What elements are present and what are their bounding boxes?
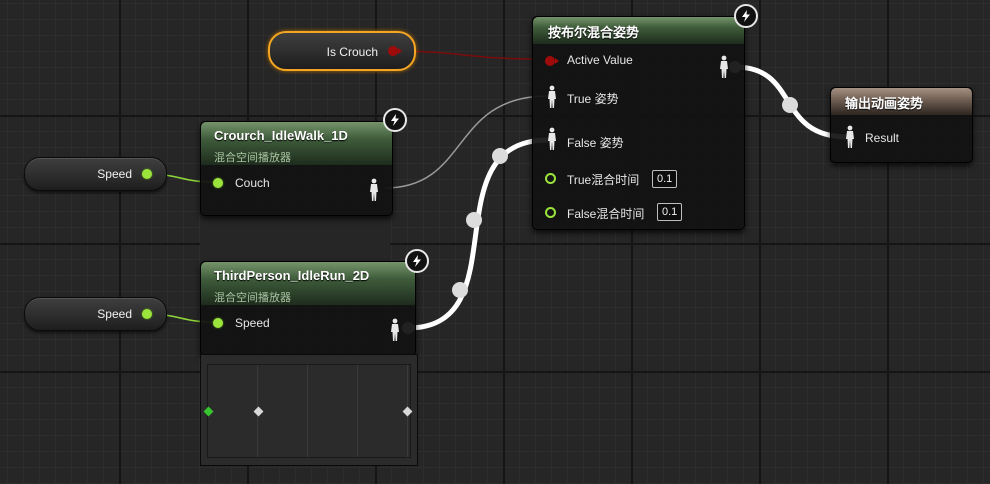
speed-pin-label: Speed (235, 316, 270, 330)
blend-poses-by-bool-node[interactable]: 按布尔混合姿势 Active Value True 姿势 False 姿势 Tr… (532, 16, 745, 230)
node-subtitle: 混合空间播放器 (214, 292, 291, 304)
false-blend-time-input[interactable]: 0.1 (657, 203, 683, 221)
speed-variable-node-1[interactable]: Speed (24, 157, 167, 191)
pose-wire-true (384, 95, 549, 189)
bool-output-pin[interactable] (388, 46, 402, 56)
pose-icon[interactable] (547, 127, 557, 151)
speed-label-1: Speed (97, 167, 132, 181)
node-header (533, 17, 744, 44)
couch-pin-label: Couch (235, 176, 270, 190)
node-backdrop (200, 214, 390, 264)
output-pose-node[interactable]: 输出动画姿势 Result (830, 87, 973, 163)
true-blend-time-label: True混合时间 (567, 173, 640, 187)
wire-knot (492, 148, 508, 164)
sample-point[interactable] (402, 406, 413, 417)
lightning-bolt-icon (405, 249, 429, 273)
sample-point[interactable] (253, 406, 264, 417)
wire-knot (782, 97, 798, 113)
true-blend-time-pin[interactable] (545, 173, 556, 184)
pose-icon[interactable] (547, 85, 557, 109)
sample-point-active[interactable] (203, 406, 214, 417)
thirdperson-blendspace-node[interactable]: ThirdPerson_IdleRun_2D 混合空间播放器 Speed (200, 261, 416, 356)
pose-wire-false (407, 137, 549, 331)
float-output-pin[interactable] (142, 169, 152, 179)
wire-knot (466, 212, 482, 228)
node-subtitle: 混合空间播放器 (214, 152, 291, 164)
is-crouch-label: Is Crouch (326, 45, 378, 59)
true-pose-label: True 姿势 (567, 92, 619, 106)
speed-input-pin[interactable] (213, 318, 223, 328)
result-pin-label: Result (865, 131, 900, 145)
pose-icon[interactable] (369, 178, 379, 202)
false-blend-time-label: False混合时间 (567, 207, 645, 221)
true-blend-time-input[interactable]: 0.1 (652, 170, 678, 188)
node-title: ThirdPerson_IdleRun_2D (214, 268, 370, 283)
pose-icon[interactable] (845, 125, 855, 149)
speed-label-2: Speed (97, 307, 132, 321)
crouch-blendspace-node[interactable]: Crourch_IdleWalk_1D 混合空间播放器 Couch (200, 121, 393, 216)
false-pose-label: False 姿势 (567, 136, 624, 150)
node-header (831, 88, 972, 115)
lightning-bolt-icon (734, 4, 758, 28)
node-title: 输出动画姿势 (845, 96, 924, 111)
is-crouch-variable-node[interactable]: Is Crouch (268, 31, 416, 71)
node-title: Crourch_IdleWalk_1D (214, 128, 348, 143)
speed-variable-node-2[interactable]: Speed (24, 297, 167, 331)
pose-icon[interactable] (390, 318, 400, 342)
pose-icon[interactable] (719, 55, 729, 79)
active-value-input-pin[interactable] (545, 56, 559, 66)
node-header (201, 262, 415, 305)
blendspace-preview[interactable] (200, 354, 418, 466)
couch-input-pin[interactable] (213, 178, 223, 188)
node-title: 按布尔混合姿势 (548, 25, 640, 40)
false-blend-time-pin[interactable] (545, 207, 556, 218)
node-header (201, 122, 392, 165)
lightning-bolt-icon (383, 108, 407, 132)
wire-knot (452, 282, 468, 298)
float-output-pin[interactable] (142, 309, 152, 319)
preview-grid (203, 364, 413, 458)
active-value-label: Active Value (567, 53, 633, 67)
